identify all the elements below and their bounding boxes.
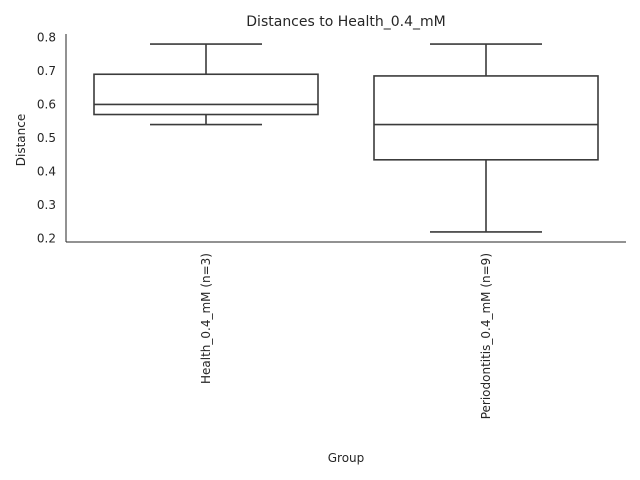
chart-title: Distances to Health_0.4_mM [246, 14, 445, 30]
y-tick-label: 0.2 [37, 232, 56, 246]
y-tick-label: 0.4 [37, 165, 56, 179]
x-tick-label: Periodontitis_0.4_mM (n=9) [479, 253, 493, 419]
x-tick-labels: Health_0.4_mM (n=3) Periodontitis_0.4_mM … [199, 253, 493, 419]
y-tick-label: 0.8 [37, 30, 56, 44]
y-tick-label: 0.6 [37, 97, 56, 111]
box-series [93, 43, 599, 233]
box-iqr [93, 73, 319, 116]
y-tick-label: 0.5 [37, 131, 56, 145]
x-axis-label: Group [328, 451, 365, 465]
y-tick-label: 0.3 [37, 198, 56, 212]
x-tick-label: Health_0.4_mM (n=3) [199, 253, 213, 384]
box-iqr [373, 75, 599, 161]
y-tick-label: 0.7 [37, 64, 56, 78]
y-tick-labels: 0.2 0.3 0.4 0.5 0.6 0.7 0.8 [37, 30, 56, 245]
y-axis-label: Distance [14, 114, 28, 166]
